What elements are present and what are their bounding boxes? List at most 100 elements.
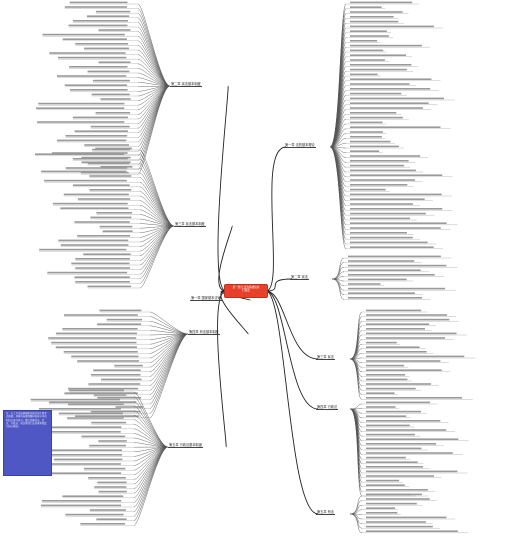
leaf-text-placeholder xyxy=(81,156,131,159)
leaf-text-placeholder xyxy=(68,403,124,405)
connector-line xyxy=(329,94,347,148)
leaf-text-placeholder xyxy=(64,392,138,394)
branch-node[interactable]: 第四章 行政法 xyxy=(316,405,339,410)
connector-line xyxy=(349,495,363,515)
connector-line xyxy=(139,172,175,227)
leaf-text-placeholder xyxy=(350,40,378,42)
branch-node[interactable]: 第二章 宪法基本制度 xyxy=(170,82,202,87)
connector-line xyxy=(139,225,175,289)
branch-node[interactable]: 第四章 刑法基本制度 xyxy=(188,330,220,335)
connector-line xyxy=(149,333,189,391)
leaf-text-placeholder xyxy=(366,420,441,422)
connector-line xyxy=(149,333,189,414)
leaf-text-placeholder xyxy=(53,458,123,461)
leaf-text-placeholder xyxy=(366,447,422,450)
leaf-text-placeholder xyxy=(84,144,130,146)
connector-line xyxy=(133,391,169,448)
branch-node[interactable]: 第一章 国家基本法律 xyxy=(190,296,222,301)
connector-line xyxy=(349,403,363,410)
leaf-text-placeholder xyxy=(350,64,412,66)
leaf-text-placeholder xyxy=(350,160,409,162)
connector-line xyxy=(265,278,293,292)
leaf-text-placeholder xyxy=(350,212,426,215)
leaf-text-placeholder xyxy=(366,406,396,408)
connector-line xyxy=(349,408,363,497)
leaf-text-placeholder xyxy=(99,309,142,312)
leaf-text-placeholder xyxy=(41,472,122,474)
leaf-text-placeholder xyxy=(65,135,128,137)
leaf-text-placeholder xyxy=(366,443,437,445)
connector-line xyxy=(265,290,319,515)
leaf-text-placeholder xyxy=(37,121,125,123)
leaf-text-placeholder xyxy=(35,153,125,155)
leaf-text-placeholder xyxy=(350,121,383,124)
leaf-text-placeholder xyxy=(63,351,138,353)
leaf-text-placeholder xyxy=(62,495,124,497)
leaf-text-placeholder xyxy=(98,490,127,493)
leaf-text-placeholder xyxy=(350,102,429,104)
connector-line xyxy=(329,90,347,148)
leaf-text-placeholder xyxy=(366,452,453,454)
leaf-text-placeholder xyxy=(350,11,403,13)
leaf-text-placeholder xyxy=(99,225,133,228)
central-topic-node[interactable]: 第一部分 法治基础知识 行政法 xyxy=(224,284,268,298)
leaf-text-placeholder xyxy=(366,489,428,491)
connector-line xyxy=(349,513,363,534)
leaf-text-placeholder xyxy=(350,97,444,100)
leaf-text-placeholder xyxy=(30,398,121,401)
leaf-text-placeholder xyxy=(366,429,447,431)
leaf-text-placeholder xyxy=(366,530,458,532)
leaf-text-placeholder xyxy=(350,164,405,167)
leaf-text-placeholder xyxy=(69,89,128,91)
branch-node[interactable]: 第二章 宪法 xyxy=(290,275,309,280)
leaf-text-placeholder xyxy=(350,112,397,114)
leaf-text-placeholder xyxy=(366,502,417,505)
connector-line xyxy=(217,290,227,448)
leaf-text-placeholder xyxy=(366,309,422,312)
leaf-text-placeholder xyxy=(350,241,428,244)
leaf-text-placeholder xyxy=(98,61,131,63)
leaf-text-placeholder xyxy=(366,374,406,376)
connector-line xyxy=(331,278,345,300)
leaf-text-placeholder xyxy=(366,433,415,436)
leaf-text-placeholder xyxy=(350,203,413,205)
leaf-text-placeholder xyxy=(71,355,139,358)
leaf-text-placeholder xyxy=(366,507,395,509)
leaf-text-placeholder xyxy=(350,136,382,138)
leaf-text-placeholder xyxy=(72,116,128,119)
leaf-text-placeholder xyxy=(348,260,415,262)
leaf-text-placeholder xyxy=(366,424,410,427)
leaf-text-placeholder xyxy=(350,20,399,23)
leaf-text-placeholder xyxy=(102,230,133,232)
connector-line xyxy=(137,85,171,175)
leaf-text-placeholder xyxy=(350,44,422,47)
leaf-text-placeholder xyxy=(350,54,407,56)
leaf-text-placeholder xyxy=(350,179,416,181)
leaf-text-placeholder xyxy=(90,410,141,413)
leaf-text-placeholder xyxy=(92,79,130,82)
branch-node[interactable]: 第三章 民法基本制度 xyxy=(174,222,206,227)
branch-node[interactable]: 第五章 行政法基本制度 xyxy=(168,443,203,448)
leaf-text-placeholder xyxy=(77,235,131,237)
leaf-text-placeholder xyxy=(366,461,418,463)
leaf-text-placeholder xyxy=(63,314,138,316)
connector-line xyxy=(137,85,171,138)
leaf-text-placeholder xyxy=(90,125,130,128)
leaf-text-placeholder xyxy=(350,227,441,229)
leaf-text-placeholder xyxy=(366,364,405,367)
leaf-text-placeholder xyxy=(60,244,129,246)
leaf-text-placeholder xyxy=(38,102,125,105)
leaf-text-placeholder xyxy=(366,456,406,459)
leaf-text-placeholder xyxy=(41,170,127,173)
leaf-text-placeholder xyxy=(51,152,128,154)
branch-node[interactable]: 第一章 法的基本理论 xyxy=(284,143,316,148)
leaf-text-placeholder xyxy=(348,283,381,285)
connector-line xyxy=(349,343,363,360)
branch-node[interactable]: 第三章 民法 xyxy=(316,355,335,360)
leaf-text-placeholder xyxy=(75,43,129,45)
leaf-text-placeholder xyxy=(350,217,411,220)
leaf-text-placeholder xyxy=(350,88,431,90)
leaf-text-placeholder xyxy=(350,155,421,157)
branch-node[interactable]: 第五章 刑法 xyxy=(316,510,335,515)
